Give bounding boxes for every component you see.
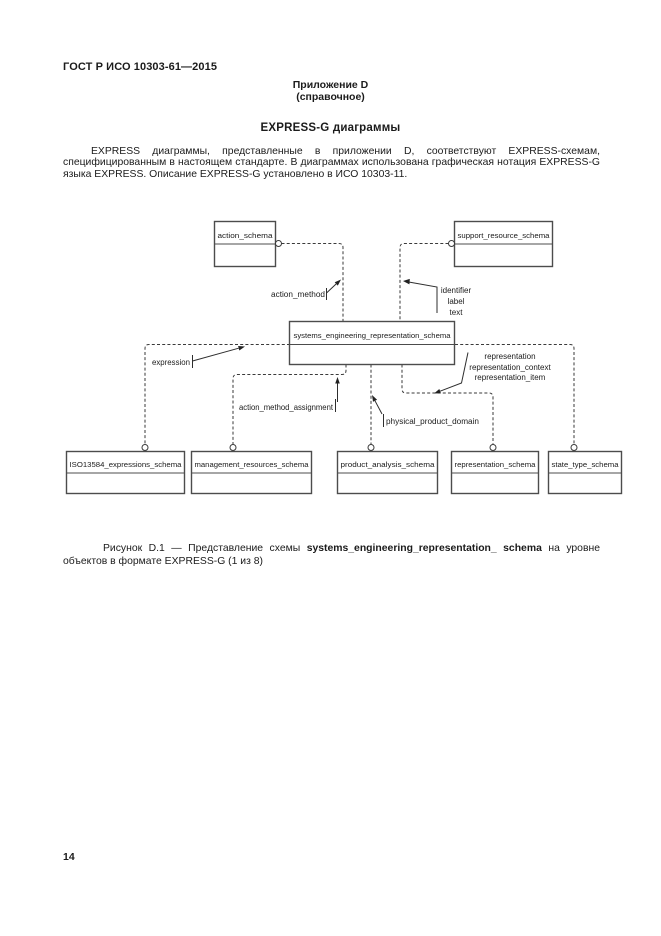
annex-title: Приложение D — [292, 79, 369, 91]
label-expression: expression — [152, 358, 190, 367]
label-representation-item: representation_item — [475, 373, 546, 382]
box-label: action_schema — [218, 231, 274, 240]
leader-action-method — [326, 283, 337, 300]
circle-connector — [275, 240, 282, 247]
callouts: action_method identifier label text expr… — [152, 278, 551, 427]
circle-connector — [489, 444, 497, 451]
arrowhead — [335, 377, 340, 384]
box-label: state_type_schema — [552, 460, 620, 469]
line-central-to-iso — [144, 344, 290, 445]
circle-connectors — [141, 240, 578, 451]
page-number: 14 — [63, 851, 75, 863]
line-central-to-management — [232, 364, 347, 445]
circle-connector — [448, 240, 455, 247]
box-systems-engineering-representation-schema: systems_engineering_representation_schem… — [288, 320, 456, 366]
box-state-type-schema: state_type_schema — [547, 450, 623, 495]
box-product-analysis-schema: product_analysis_schema — [336, 450, 439, 495]
label-identifier: identifier — [441, 286, 472, 295]
caption-schema-name: systems_engineering_representation_ sche… — [306, 543, 542, 554]
leader-representation — [439, 352, 469, 392]
caption-suffix: на уровне объектов в формате EXPRESS-G (… — [63, 543, 600, 567]
schema-boxes: action_schema support_resource_schema sy… — [65, 220, 623, 495]
figure-caption: Рисунок D.1 — Представление схемы system… — [63, 542, 600, 568]
circle-connector — [229, 444, 237, 451]
line-support-to-central — [399, 243, 449, 322]
label-text: text — [450, 308, 464, 317]
box-support-resource-schema: support_resource_schema — [453, 220, 554, 268]
annex-subtitle: (справочное) — [296, 91, 365, 103]
box-management-resources-schema: management_resources_schema — [190, 450, 313, 495]
box-representation-schema: representation_schema — [450, 450, 540, 495]
box-label: management_resources_schema — [195, 460, 310, 469]
arrowhead — [238, 346, 245, 351]
arrowhead — [434, 389, 441, 394]
leader-physical-product-domain — [374, 400, 384, 427]
line-central-to-state — [455, 344, 575, 445]
label-action-method: action_method — [271, 290, 325, 299]
page-header: ГОСТ Р ИСО 10303-61—2015 — [63, 61, 218, 73]
arrowhead — [372, 395, 378, 402]
leader-action-method-assignment — [335, 383, 338, 412]
box-label: support_resource_schema — [458, 231, 551, 240]
label-label: label — [448, 297, 465, 306]
circle-connector — [141, 444, 149, 451]
circle-connector — [570, 444, 578, 451]
leader-expression — [192, 347, 239, 368]
box-label: representation_schema — [455, 460, 537, 469]
label-representation: representation — [484, 352, 535, 361]
box-label: ISO13584_expressions_schema — [70, 460, 183, 469]
relationship-lines — [144, 243, 575, 445]
box-label: product_analysis_schema — [341, 460, 436, 469]
circle-connector — [367, 444, 375, 451]
caption-prefix: Рисунок D.1 — Представление схемы — [103, 543, 307, 554]
label-physical-product-domain: physical_product_domain — [386, 417, 479, 426]
box-iso13584-expressions-schema: ISO13584_expressions_schema — [65, 450, 186, 495]
arrowhead — [403, 278, 410, 285]
box-action-schema: action_schema — [213, 220, 277, 268]
leader-identifier — [409, 281, 438, 313]
box-rect — [288, 320, 456, 366]
section-title: EXPRESS-G диаграммы — [260, 122, 401, 134]
label-action-method-assignment: action_method_assignment — [239, 403, 334, 412]
intro-paragraph: EXPRESS диаграммы, представленные в прил… — [63, 146, 600, 180]
box-label: systems_engineering_representation_schem… — [294, 331, 452, 340]
line-action-to-central — [281, 243, 344, 322]
arrowhead — [334, 279, 341, 286]
label-representation-context: representation_context — [469, 363, 551, 372]
